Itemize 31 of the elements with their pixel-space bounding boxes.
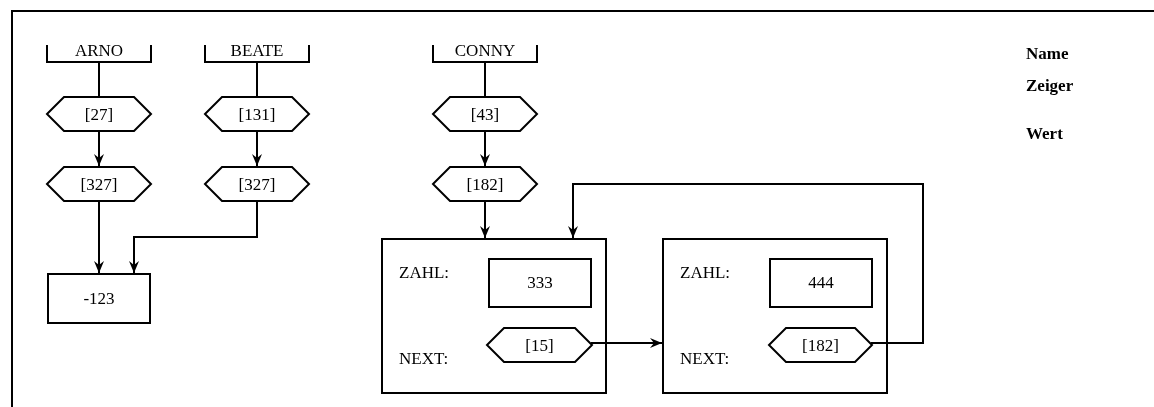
pointer-hexagon: [131] <box>204 96 310 132</box>
row-label: Wert <box>1026 125 1063 142</box>
pointer-hexagon: [182] <box>432 166 538 202</box>
arrow <box>480 131 490 167</box>
value-box: 333 <box>488 258 592 308</box>
arrow <box>480 201 490 239</box>
value-box: -123 <box>47 273 151 324</box>
field-label: NEXT: <box>399 350 449 367</box>
pointer-hexagon: [27] <box>46 96 152 132</box>
arrow <box>568 183 924 344</box>
name-bracket: CONNY <box>432 42 538 63</box>
record-box <box>662 238 888 394</box>
record-box <box>381 238 607 394</box>
value-box: 444 <box>769 258 873 308</box>
arrow <box>129 201 258 274</box>
field-label: ZAHL: <box>680 264 731 281</box>
name-bracket: ARNO <box>46 42 152 63</box>
pointer-hexagon: [43] <box>432 96 538 132</box>
name-bracket: BEATE <box>204 42 310 63</box>
pointer-hexagon: [327] <box>46 166 152 202</box>
arrow <box>252 131 262 167</box>
pointer-hexagon: [327] <box>204 166 310 202</box>
row-label: Name <box>1026 45 1069 62</box>
pointer-hexagon: [182] <box>768 327 873 363</box>
arrow <box>94 131 104 167</box>
pointer-hexagon: [15] <box>486 327 593 363</box>
arrow <box>94 201 104 274</box>
row-label: Zeiger <box>1026 77 1074 94</box>
arrow <box>590 338 663 348</box>
field-label: ZAHL: <box>399 264 450 281</box>
field-label: NEXT: <box>680 350 730 367</box>
